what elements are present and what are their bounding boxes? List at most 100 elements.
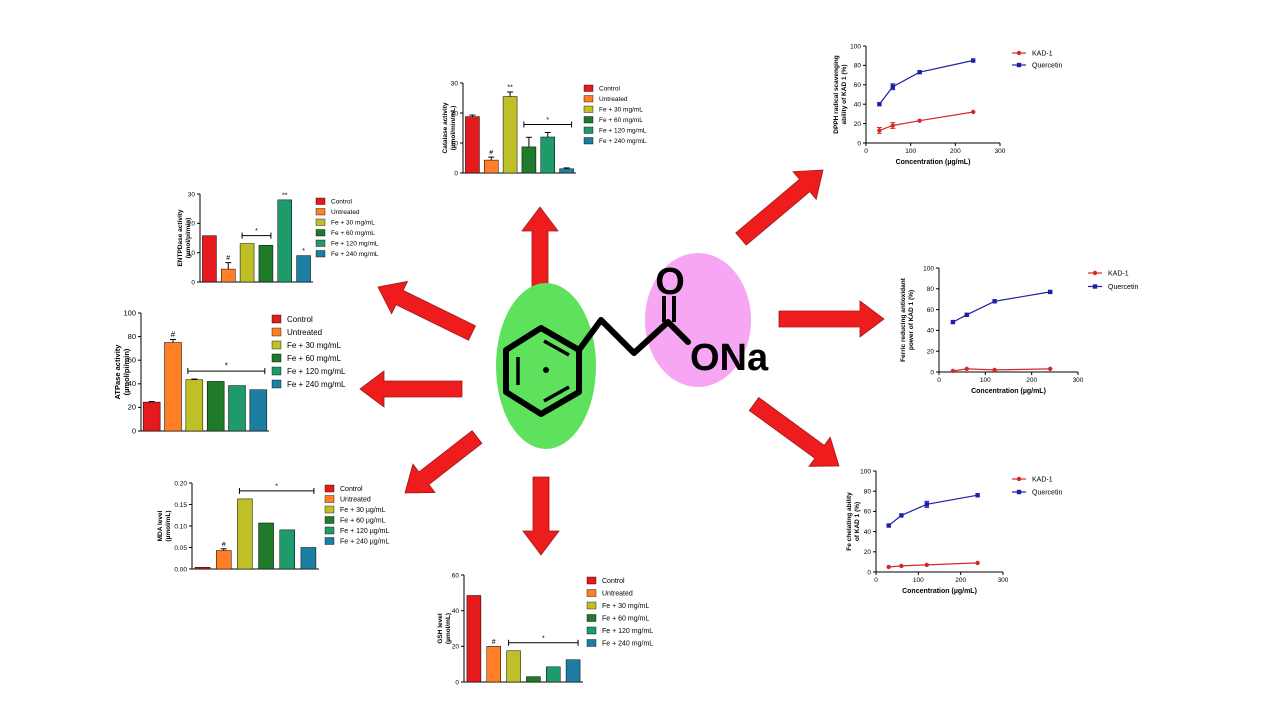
y-tick-label: 80 (854, 63, 862, 70)
legend-marker (1016, 489, 1022, 495)
y-tick-label: 0 (930, 369, 934, 376)
x-tick-label: 0 (937, 377, 941, 384)
arrow-to-entpdase (377, 280, 477, 341)
legend-swatch (271, 353, 282, 363)
y-tick-label: 60 (927, 307, 935, 314)
data-point (975, 493, 980, 498)
series-line-2 (878, 59, 974, 105)
bar-3 (185, 379, 204, 432)
y-tick-label: 0.20 (174, 480, 187, 487)
arrow-to-atpase (359, 370, 463, 408)
legend-label: Fe + 60 mg/mL (602, 616, 649, 623)
data-point (886, 564, 891, 570)
side-chain (576, 317, 691, 356)
data-point (971, 109, 976, 115)
y-tick-label: 0 (857, 140, 861, 147)
bar-4 (526, 676, 541, 683)
data-point (917, 118, 922, 123)
legend-swatch (271, 327, 282, 337)
significance-mark: # (489, 150, 493, 157)
legend-label: Control (599, 86, 621, 93)
y-tick-label: 40 (927, 328, 935, 335)
y-tick-label: 80 (128, 332, 136, 341)
ring-ellipse (496, 283, 596, 449)
bracket-label: * (542, 635, 545, 642)
y-axis-label: ENTPDase activity(µmol/pi/min) (177, 209, 192, 266)
legend-label: Fe + 240 mg/mL (599, 138, 647, 145)
y-axis-label-line: Catalase activity (442, 102, 449, 153)
bar-5 (540, 136, 555, 174)
bar-5 (546, 666, 561, 683)
legend-label: Quercetin (1108, 284, 1138, 291)
legend-swatch (583, 116, 594, 124)
legend-label: KAD-1 (1032, 477, 1053, 484)
legend-label: Quercetin (1032, 63, 1062, 70)
arrow-to-frap (778, 300, 885, 338)
data-point (950, 368, 956, 374)
y-tick-label: 30 (188, 191, 196, 198)
series-line-1 (879, 111, 974, 131)
legend-swatch (271, 340, 282, 350)
aromatic-bond (543, 339, 570, 357)
legend-label: Fe + 30 mg/mL (287, 341, 342, 350)
x-tick-label: 300 (995, 148, 1006, 155)
legend-swatch (315, 218, 326, 226)
legend-label: Control (340, 486, 363, 493)
bar-1 (466, 595, 482, 683)
bar-5 (279, 529, 295, 570)
y-axis-label: GSH level(µmol/mL) (437, 613, 452, 644)
y-tick-label: 20 (927, 349, 935, 356)
bar-3 (237, 498, 253, 570)
bar-3 (502, 96, 518, 174)
significance-mark: # (222, 541, 226, 548)
legend-swatch (324, 516, 335, 524)
y-tick-label: 40 (854, 102, 862, 109)
y-tick-label: 100 (850, 43, 861, 50)
y-tick-label: 0.15 (174, 502, 187, 509)
y-tick-label: 60 (864, 509, 872, 516)
bar-2 (484, 159, 499, 174)
bar-4 (258, 522, 274, 570)
legend-label: Fe + 240 mg/mL (287, 380, 346, 389)
x-axis-label: Concentration (µg/mL) (971, 388, 1046, 395)
carbonyl-o-label: O (655, 261, 685, 303)
data-point (924, 502, 929, 507)
y-tick-label: 0 (191, 279, 195, 286)
legend-swatch (324, 495, 335, 503)
y-tick-label: 80 (927, 286, 935, 293)
series-line-2 (952, 291, 1051, 323)
bar-4 (521, 146, 537, 174)
legend-label: Untreated (340, 497, 371, 504)
bar-2 (164, 342, 182, 432)
y-axis-label-line: GSH level (437, 613, 444, 644)
arrow-to-catalase (521, 206, 559, 288)
series-line-2 (888, 494, 978, 526)
x-tick-label: 300 (1073, 377, 1084, 384)
data-point (964, 312, 969, 317)
legend-label: Control (331, 199, 353, 206)
bracket-label: * (255, 228, 258, 235)
data-point (877, 128, 882, 133)
significance-mark: # (226, 255, 230, 262)
data-point (1048, 289, 1053, 295)
salt-label: ONa (690, 337, 769, 379)
y-tick-label: 10 (188, 250, 196, 257)
data-point (917, 69, 922, 75)
y-tick-label: 0.00 (174, 566, 187, 573)
legend-swatch (586, 626, 597, 635)
legend-swatch (315, 250, 326, 258)
y-tick-label: 40 (452, 608, 460, 615)
x-axis-label: Concentration (µg/mL) (896, 159, 971, 166)
charts: 0 10 20 30 Catalase activity(µmol/min/mL) # * *… (113, 43, 1138, 686)
y-tick-label: 0 (454, 170, 458, 177)
bracket-label: * (225, 362, 228, 371)
y-axis-label-line: (µmol/min/mL) (450, 106, 457, 151)
legend-swatch (583, 137, 594, 145)
y-tick-label: 40 (128, 379, 136, 388)
bar-1 (194, 567, 211, 570)
legend-marker (1016, 50, 1022, 56)
y-tick-label: 20 (188, 221, 196, 228)
y-axis-label-line: (µmol/pi/min) (122, 348, 131, 395)
